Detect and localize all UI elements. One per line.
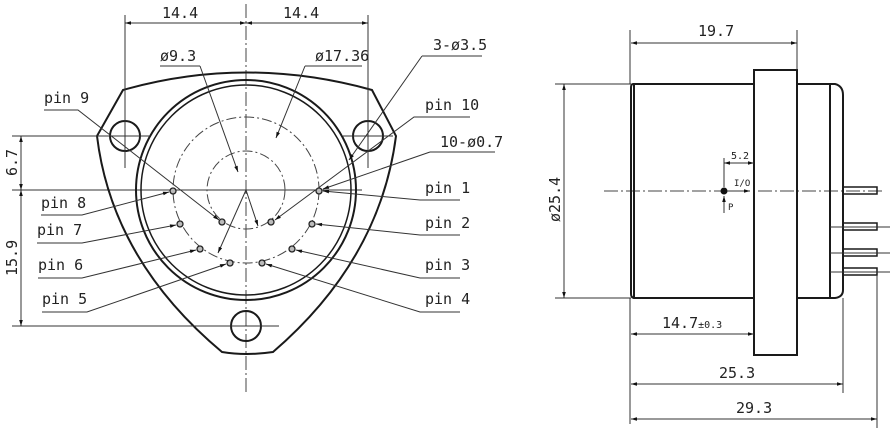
- pin-6-label: pin 6: [38, 256, 83, 274]
- flange-outline: [95, 71, 398, 355]
- front-view: 14.4 14.4 ø9.3 ø17.36 3-ø3.5 10-ø0.7 6.7…: [3, 4, 503, 395]
- pin-5-label: pin 5: [42, 290, 87, 308]
- pin-9-dot: [218, 218, 226, 226]
- port-io-label: I/O: [734, 179, 750, 189]
- mounting-hole-top-right: [343, 15, 393, 168]
- pin-5-dot: [226, 259, 234, 267]
- pin-8-label: pin 8: [41, 194, 86, 212]
- dim-hole-spacing-left: 14.4: [162, 4, 198, 22]
- inner-pin-circle: [206, 150, 286, 230]
- pin-6-dot: [196, 245, 204, 253]
- side-view: 19.7 ø25.4 5.2 I/O P 14.7±0.3 25.3 29.3: [546, 22, 890, 428]
- mounting-hole-bottom: [12, 310, 279, 342]
- pin-3-dot: [288, 245, 296, 253]
- body-outer-ring: [135, 79, 357, 301]
- pin-10-dot: [267, 218, 275, 226]
- port-dot: [720, 187, 728, 195]
- pin-3-label: pin 3: [425, 256, 470, 274]
- dim-diameter: ø25.4: [546, 177, 564, 222]
- pin-2-dot: [308, 220, 316, 228]
- mounting-hole-top-left: [12, 15, 150, 168]
- dim-length-without-pins: 25.3: [719, 364, 755, 382]
- pin-7-label: pin 7: [37, 221, 82, 239]
- dim-overall-length: 29.3: [736, 399, 772, 417]
- body-inner-ring: [140, 84, 352, 296]
- pin-dots: [169, 187, 323, 267]
- dim-inner-pin-circle: ø9.3: [160, 47, 196, 65]
- side-pins: [830, 186, 890, 276]
- dim-body-to-flange: 19.7: [698, 22, 734, 40]
- dim-port-offset: 5.2: [731, 151, 749, 162]
- dim-pin-holes: 10-ø0.7: [440, 133, 503, 151]
- pin-1-label: pin 1: [425, 179, 470, 197]
- dim-lower-offset: 15.9: [3, 240, 21, 276]
- pin-7-dot: [176, 220, 184, 228]
- pin-labels-right: pin 10 pin 1 pin 2 pin 3 pin 4: [265, 96, 479, 313]
- dim-upper-offset: 6.7: [3, 149, 21, 176]
- pin-9-label: pin 9: [44, 89, 89, 107]
- pin-4-label: pin 4: [425, 290, 470, 308]
- pin-8-dot: [169, 187, 177, 195]
- dim-outer-pin-circle: ø17.36: [315, 47, 369, 65]
- pin-2-label: pin 2: [425, 214, 470, 232]
- pin-4-dot: [258, 259, 266, 267]
- port-p-label: P: [728, 203, 734, 213]
- dim-mounting-holes: 3-ø3.5: [433, 36, 487, 54]
- pin-labels-left: pin 9 pin 8 pin 7 pin 6 pin 5: [37, 89, 227, 313]
- pin-10-label: pin 10: [425, 96, 479, 114]
- sensor-body: [630, 83, 754, 299]
- dim-body-length: 14.7±0.3: [662, 314, 722, 332]
- dim-hole-spacing-right: 14.4: [283, 4, 319, 22]
- side-flange: [753, 69, 798, 356]
